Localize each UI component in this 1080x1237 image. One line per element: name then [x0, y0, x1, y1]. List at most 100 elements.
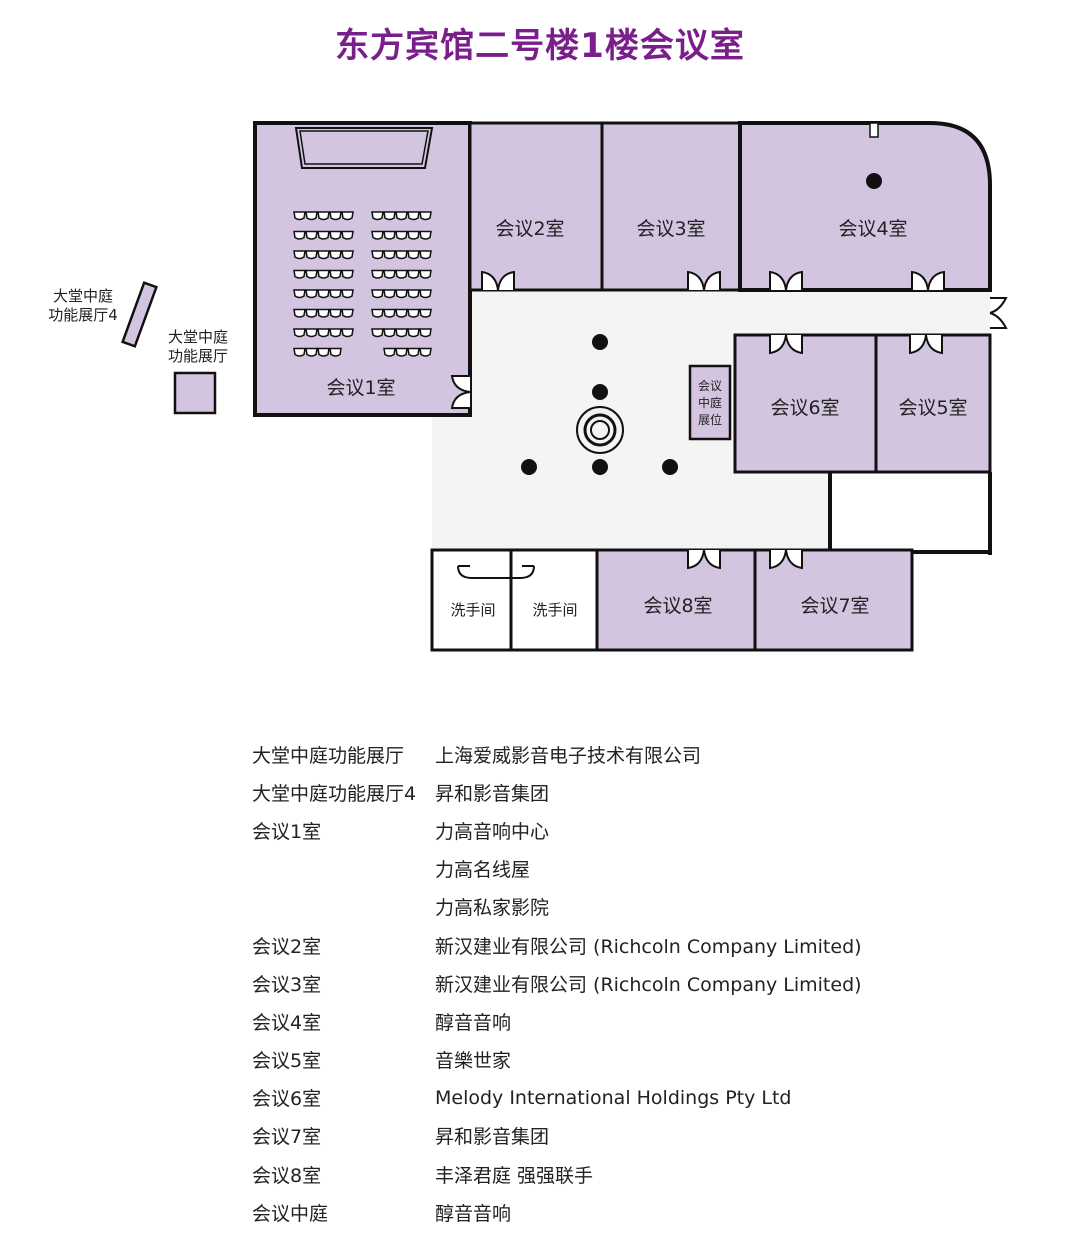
seat — [293, 250, 306, 260]
legend-area: 大堂中庭功能展厅4 — [252, 782, 417, 805]
seat — [419, 269, 432, 279]
room-4[interactable] — [738, 121, 992, 292]
seat — [317, 308, 330, 318]
seat — [407, 250, 420, 260]
room-8[interactable] — [595, 548, 757, 652]
seat — [371, 289, 384, 299]
legend-row: 会议中庭 醇音音响 — [252, 1193, 952, 1231]
legend-row: 会议5室 音樂世家 — [252, 1041, 952, 1079]
atrium-booth[interactable] — [688, 364, 732, 441]
seat — [395, 347, 408, 357]
legend-area: 会议5室 — [252, 1050, 322, 1073]
legend-exhibitor: 新汉建业有限公司 (Richcoln Company Limited) — [435, 973, 862, 996]
atrium-booth-label-3: 展位 — [698, 412, 722, 427]
seat — [383, 211, 396, 221]
seat — [341, 250, 354, 260]
legend-exhibitor: 醇音音响 — [435, 1202, 512, 1225]
seat — [395, 269, 408, 279]
seat — [317, 211, 330, 221]
seat — [293, 211, 306, 221]
seat — [419, 211, 432, 221]
lobby-hall[interactable] — [173, 371, 217, 415]
seat — [371, 308, 384, 318]
seat — [329, 289, 342, 299]
legend-area: 会议7室 — [252, 1126, 322, 1149]
legend-row: 会议6室 Melody International Holdings Pty Lt… — [252, 1079, 952, 1117]
seat — [407, 289, 420, 299]
seat — [419, 328, 432, 338]
seat — [305, 308, 318, 318]
seat — [305, 347, 318, 357]
legend-exhibitor: Melody International Holdings Pty Ltd — [435, 1086, 792, 1109]
room-3[interactable] — [600, 121, 742, 292]
legend-area: 会议中庭 — [252, 1202, 329, 1225]
seat — [329, 269, 342, 279]
legend-exhibitor: 音樂世家 — [435, 1050, 512, 1073]
room-8-label: 会议8室 — [643, 595, 712, 617]
seat — [383, 230, 396, 240]
seat — [419, 289, 432, 299]
legend-area: 会议3室 — [252, 973, 322, 996]
room-7[interactable] — [753, 548, 914, 652]
atrium-booth-label-1: 会议 — [698, 379, 722, 393]
seat — [317, 289, 330, 299]
seat — [383, 250, 396, 260]
lobby-hall-label-2: 功能展厅 — [168, 347, 228, 365]
room-2[interactable] — [468, 121, 604, 292]
room-4-label: 会议4室 — [838, 218, 907, 240]
seat — [419, 308, 432, 318]
seat — [407, 269, 420, 279]
seat — [329, 250, 342, 260]
doors — [450, 270, 1008, 570]
legend-exhibitor: 力高音响中心 — [435, 820, 550, 843]
legend-area: 会议1室 — [252, 820, 322, 843]
room-2-label: 会议2室 — [495, 218, 564, 240]
lobby-hall-4[interactable] — [121, 281, 158, 348]
seat — [395, 211, 408, 221]
legend-row: 大堂中庭功能展厅上海爱威影音电子技术有限公司 — [252, 735, 952, 773]
seat — [395, 328, 408, 338]
floor-plan: 会议1室 会议2室 会议3室 会议4室 会议6室 会议5室 会议8室 会议7室 … — [48, 121, 1008, 652]
legend-row: 力高私家影院 — [252, 888, 952, 926]
seat — [419, 347, 432, 357]
seat — [395, 250, 408, 260]
legend-row: 力高名线屋 — [252, 850, 952, 888]
seat — [341, 328, 354, 338]
seat — [395, 230, 408, 240]
room-6-label: 会议6室 — [770, 397, 839, 419]
seat — [305, 328, 318, 338]
legend-exhibitor: 力高名线屋 — [435, 859, 531, 882]
washroom-2-label: 洗手间 — [532, 601, 577, 619]
washroom-1-label: 洗手间 — [450, 601, 495, 619]
seat — [407, 328, 420, 338]
room-1[interactable] — [253, 121, 472, 417]
legend-area: 会议2室 — [252, 935, 322, 958]
seat — [293, 308, 306, 318]
room-3-label: 会议3室 — [636, 218, 705, 240]
pillar — [866, 173, 882, 189]
stage — [294, 127, 434, 169]
seat — [305, 289, 318, 299]
seat — [383, 347, 396, 357]
seat — [341, 230, 354, 240]
seat — [293, 230, 306, 240]
seat — [371, 230, 384, 240]
seat — [407, 347, 420, 357]
legend-area: 大堂中庭功能展厅 — [252, 744, 405, 767]
seat — [371, 250, 384, 260]
seat — [371, 328, 384, 338]
room-7-label: 会议7室 — [800, 595, 869, 617]
room-6[interactable] — [733, 333, 878, 474]
seat — [383, 269, 396, 279]
seat — [395, 289, 408, 299]
seat — [305, 211, 318, 221]
legend-area: 会议6室 — [252, 1088, 322, 1111]
seat — [407, 211, 420, 221]
seating-rows — [293, 211, 432, 357]
legend-row: 会议7室昇和影音集团 — [252, 1117, 952, 1155]
washroom-1[interactable] — [430, 548, 513, 652]
room-5[interactable] — [874, 333, 992, 474]
legend-exhibitor: 丰泽君庭 强强联手 — [435, 1164, 594, 1187]
